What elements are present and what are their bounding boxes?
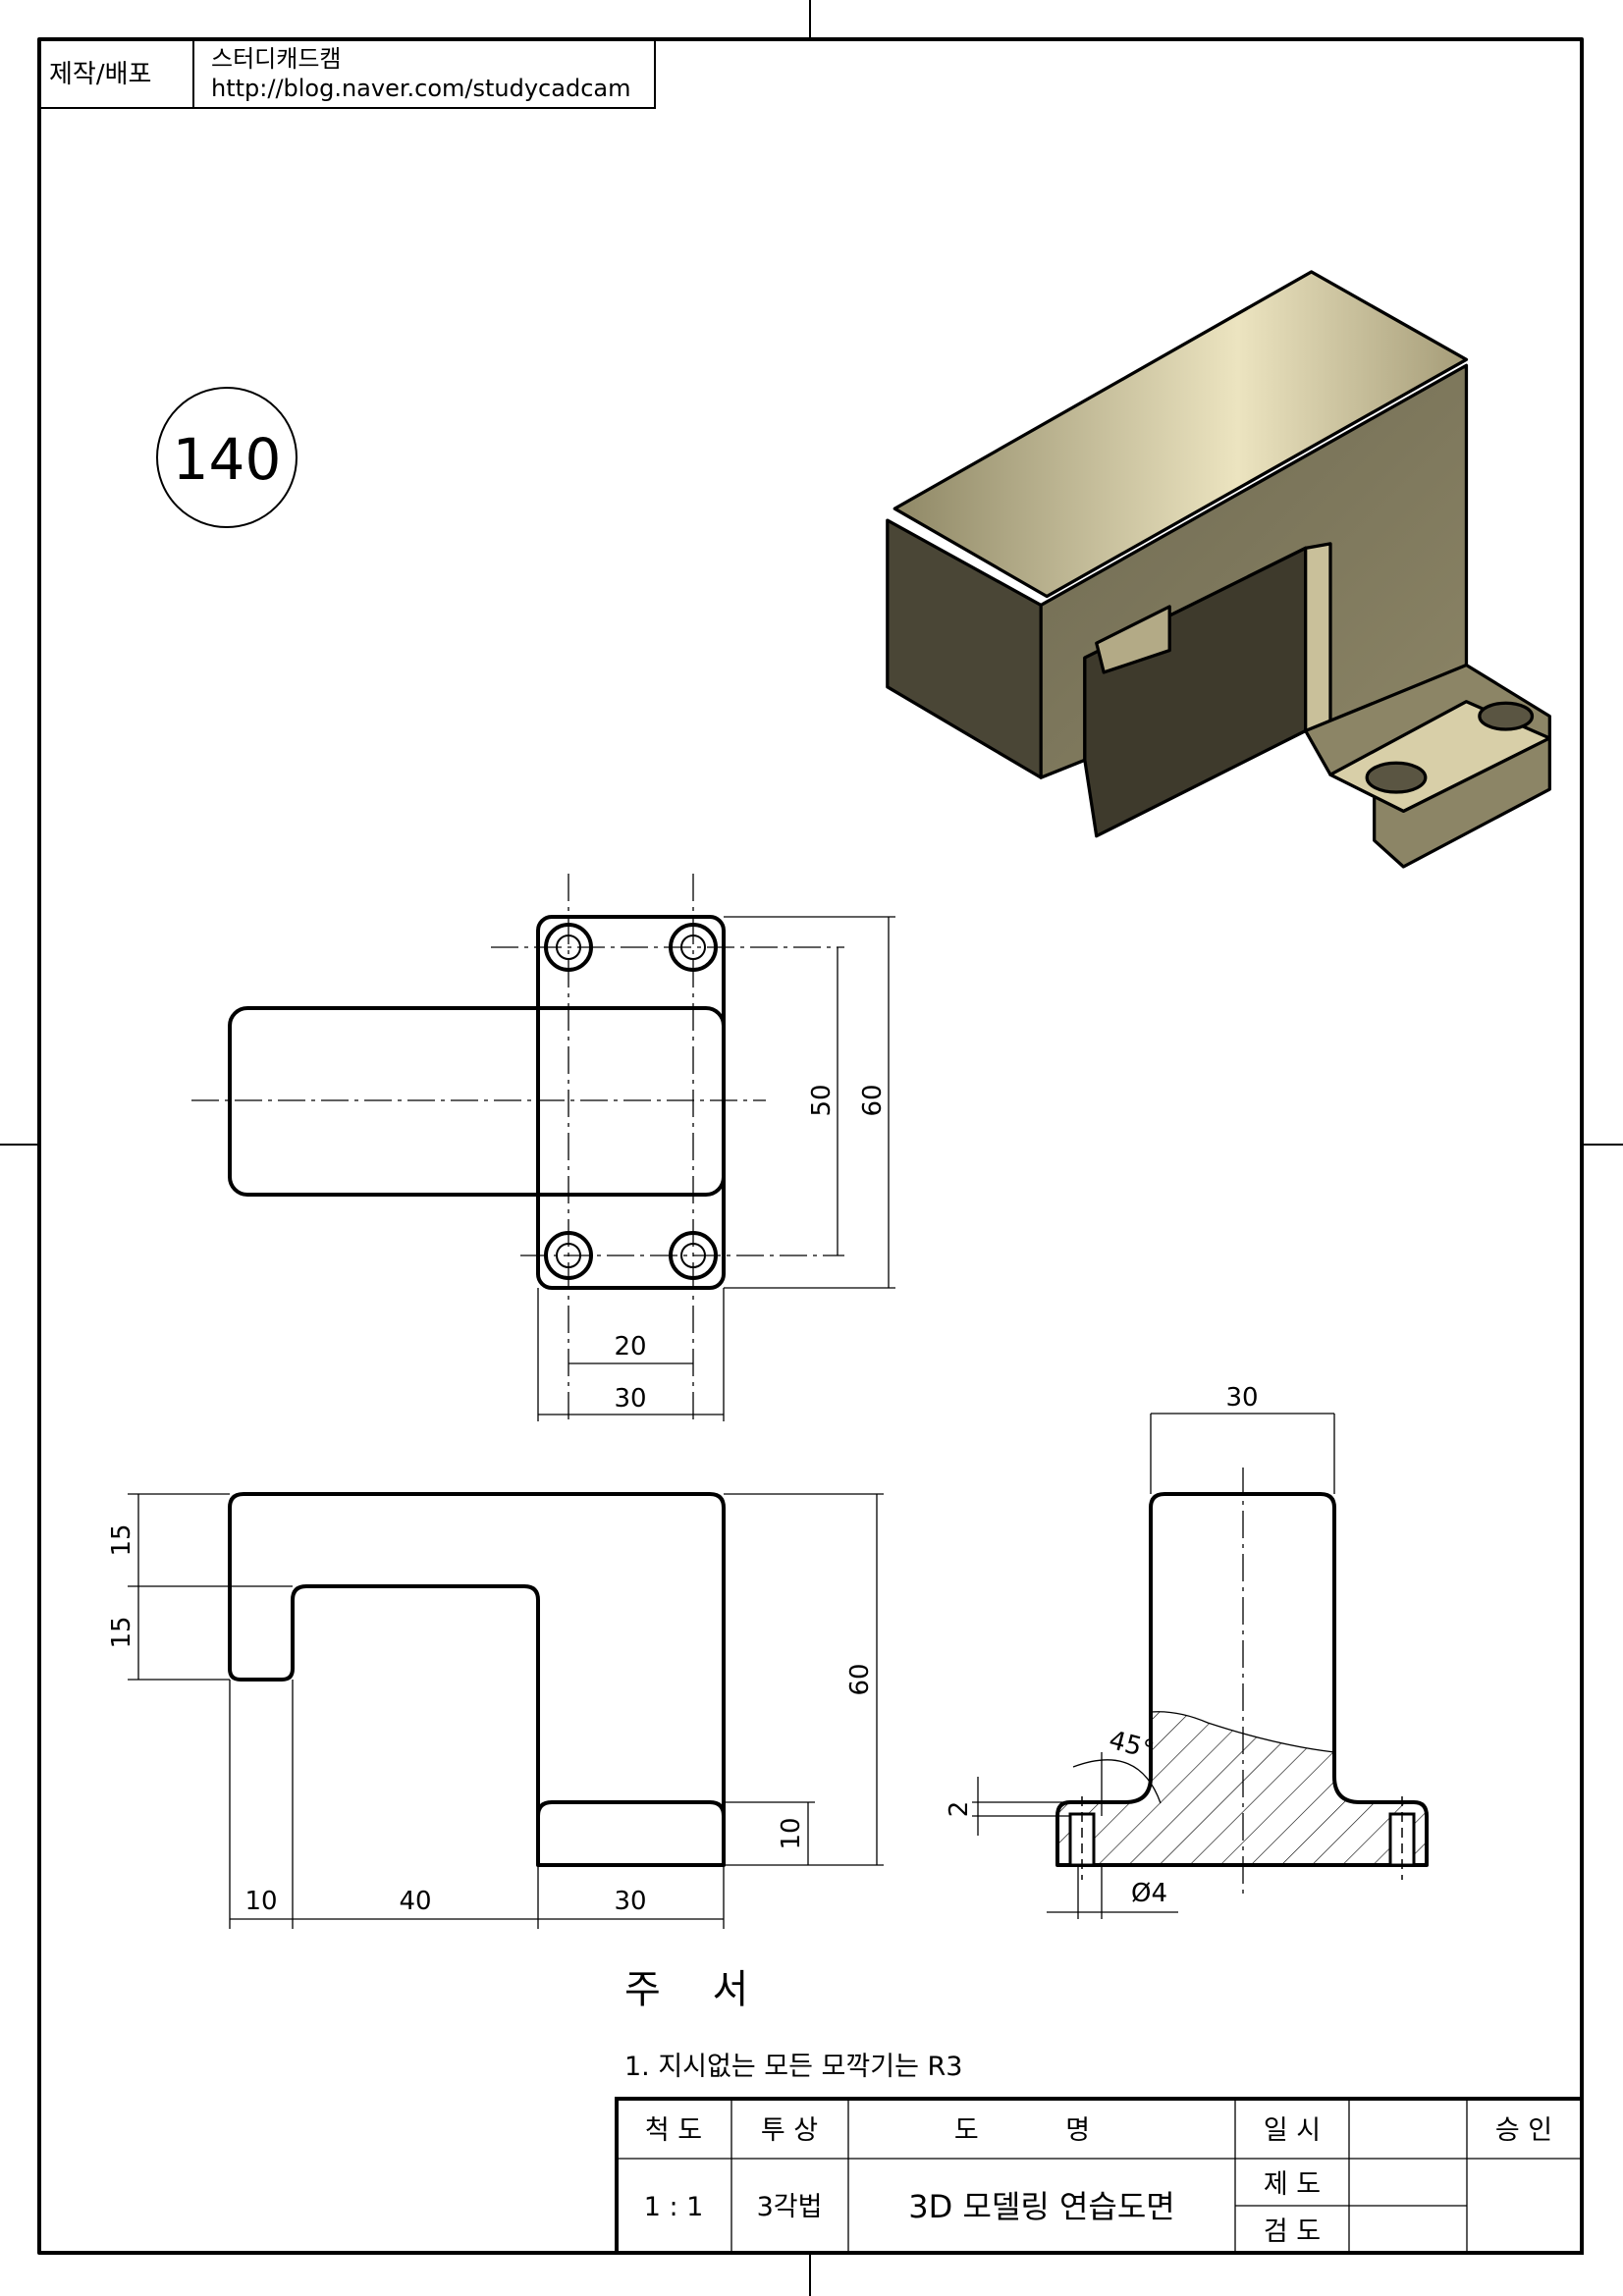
dim-top-20: 20 <box>614 1332 646 1362</box>
isometric-view <box>886 270 1551 869</box>
dim-front-30: 30 <box>614 1887 646 1916</box>
drawing-name-label: 도 명 <box>954 2115 1129 2146</box>
dim-front-10: 10 <box>244 1887 277 1916</box>
drawing-name: 3D 모델링 연습도면 <box>908 2188 1174 2225</box>
scale-value: 1 : 1 <box>644 2192 704 2222</box>
drawing-number: 140 <box>173 426 282 493</box>
dim-side-dia4: Ø4 <box>1131 1879 1167 1908</box>
dim-top-60: 60 <box>858 1084 888 1116</box>
projection-value: 3각법 <box>757 2192 823 2222</box>
dim-front-60: 60 <box>845 1663 875 1695</box>
notes-title: 주 서 <box>624 1967 768 2012</box>
header-box: 제작/배포 스터디캐드캠 http://blog.naver.com/study… <box>38 38 656 109</box>
scale-label: 척 도 <box>645 2115 702 2146</box>
dim-top-50: 50 <box>807 1084 837 1116</box>
approval-label: 승 인 <box>1495 2115 1552 2146</box>
dim-front-40: 40 <box>399 1887 431 1916</box>
front-view: 15 15 60 10 10 40 30 <box>107 1492 884 1929</box>
dim-front-10v: 10 <box>777 1817 806 1849</box>
author: 스터디캐드캠 <box>211 45 341 73</box>
date-label: 일 시 <box>1264 2115 1321 2146</box>
drafted-label: 제 도 <box>1264 2169 1321 2200</box>
dim-side-30: 30 <box>1225 1383 1258 1413</box>
drawing-number-circle <box>156 387 298 528</box>
projection-label: 투 상 <box>761 2115 818 2146</box>
note-item: 1. 지시없는 모든 모깍기는 R3 <box>624 2052 962 2082</box>
dim-front-15a: 15 <box>107 1523 136 1556</box>
top-view: 50 60 20 30 <box>191 874 895 1423</box>
side-section-view: 30 45° 2 Ø4 <box>945 1383 1429 1919</box>
url-link[interactable]: http://blog.naver.com/studycadcam <box>211 75 630 102</box>
maker-label: 제작/배포 <box>49 60 151 89</box>
dim-side-2: 2 <box>945 1801 974 1818</box>
dim-top-30: 30 <box>614 1384 646 1414</box>
dim-front-15b: 15 <box>107 1616 136 1648</box>
mounting-hole-icon <box>544 923 718 1280</box>
title-block: 척 도 투 상 도 명 일 시 승 인 1 : 1 3각법 3D 모델링 연습도… <box>615 2097 1584 2255</box>
checked-label: 검 도 <box>1264 2216 1321 2247</box>
